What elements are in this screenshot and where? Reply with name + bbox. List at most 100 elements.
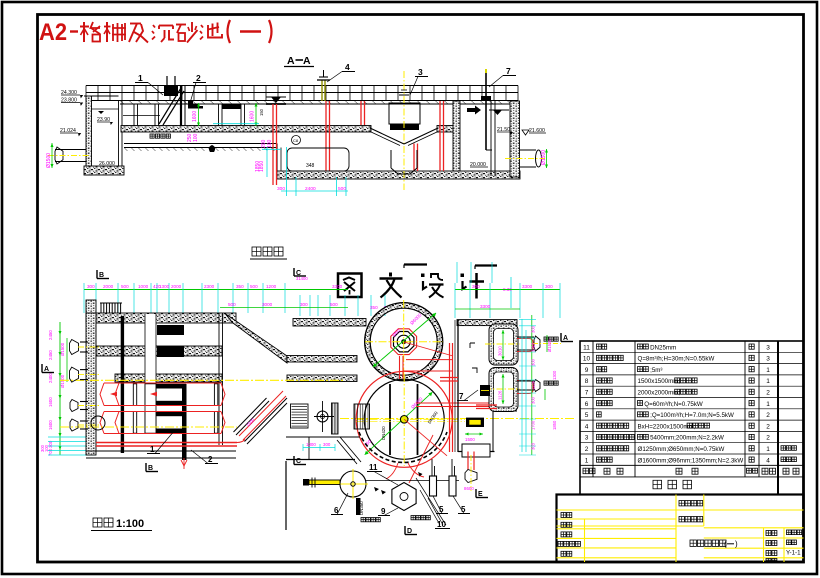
svg-text:5: 5 <box>585 412 589 419</box>
svg-text:300: 300 <box>277 186 285 192</box>
svg-text:6: 6 <box>334 506 339 515</box>
svg-text:Q=8m³/h;H=30m;N=0.55kW: Q=8m³/h;H=30m;N=0.55kW <box>638 356 715 363</box>
svg-text:A: A <box>287 55 295 67</box>
svg-text:350: 350 <box>236 284 244 289</box>
svg-text:2400: 2400 <box>48 373 53 383</box>
svg-text:5: 5 <box>461 505 466 514</box>
svg-text:300: 300 <box>300 302 308 307</box>
svg-text:500: 500 <box>338 186 346 192</box>
svg-text:4: 4 <box>585 423 589 430</box>
svg-text:1600: 1600 <box>48 420 53 430</box>
svg-text:150: 150 <box>363 438 372 447</box>
svg-text:300: 300 <box>472 284 480 289</box>
svg-text:1300: 1300 <box>159 284 170 289</box>
svg-text:8: 8 <box>585 378 589 385</box>
svg-text:7: 7 <box>585 390 589 397</box>
svg-text:;Q=100m³/h;H=7.0m;N=5.5kW: ;Q=100m³/h;H=7.0m;N=5.5kW <box>650 412 734 419</box>
svg-text:23.90: 23.90 <box>97 117 110 123</box>
svg-text:3300: 3300 <box>480 304 491 309</box>
svg-text:1: 1 <box>150 445 155 454</box>
svg-text:C8: C8 <box>293 138 299 143</box>
svg-text:3: 3 <box>766 356 770 363</box>
svg-text:300: 300 <box>545 284 553 289</box>
svg-text:Ø1250mm;Ø650mm;N=0.75kW: Ø1250mm;Ø650mm;N=0.75kW <box>638 446 725 453</box>
svg-text:8600: 8600 <box>464 486 474 491</box>
svg-text:1500: 1500 <box>245 417 256 428</box>
svg-text:3300: 3300 <box>332 284 343 289</box>
svg-text:100: 100 <box>44 444 49 452</box>
svg-text:;5m³: ;5m³ <box>650 367 662 374</box>
svg-text:5: 5 <box>439 505 444 514</box>
svg-text:23.800: 23.800 <box>61 98 77 104</box>
svg-text:Ø1500: Ø1500 <box>46 153 52 168</box>
svg-text:1850: 1850 <box>259 161 265 172</box>
svg-text:1: 1 <box>138 73 143 83</box>
svg-text:200: 200 <box>261 139 267 148</box>
svg-text:26.000: 26.000 <box>99 161 115 167</box>
svg-text:Q=60m³/h;N=0.75kW: Q=60m³/h;N=0.75kW <box>644 401 703 408</box>
svg-text:3010: 3010 <box>531 342 536 352</box>
svg-text:3300: 3300 <box>522 284 533 289</box>
svg-text:BxH=2200x1500mm;: BxH=2200x1500mm; <box>638 423 696 430</box>
svg-text:300: 300 <box>531 325 536 333</box>
svg-text:(: ( <box>724 540 727 549</box>
svg-text:B: B <box>148 465 153 472</box>
svg-text:1: 1 <box>766 378 770 385</box>
svg-text:1: 1 <box>766 401 770 408</box>
svg-text:11: 11 <box>583 344 590 351</box>
svg-text:3: 3 <box>418 67 423 77</box>
svg-text:700: 700 <box>48 448 53 456</box>
svg-text:1500: 1500 <box>465 437 475 442</box>
svg-text:300: 300 <box>323 442 331 447</box>
svg-text:DN25mm: DN25mm <box>650 344 676 351</box>
svg-text:Ø1600mm;Ø96mm;1350mm;N=2.3kW: Ø1600mm;Ø96mm;1350mm;N=2.3kW <box>638 457 744 464</box>
svg-text:1: 1 <box>766 446 770 453</box>
svg-text:500: 500 <box>330 302 338 307</box>
svg-text:7: 7 <box>506 66 511 76</box>
svg-text:4: 4 <box>766 457 770 464</box>
svg-text:Y-1-1: Y-1-1 <box>786 550 801 557</box>
svg-text:1700: 1700 <box>531 420 536 430</box>
svg-text:2400: 2400 <box>305 186 316 192</box>
svg-text:303: 303 <box>531 442 536 450</box>
svg-text:2: 2 <box>766 435 770 442</box>
svg-text:1000: 1000 <box>138 284 149 289</box>
svg-text:21.024: 21.024 <box>60 128 76 134</box>
svg-text:2: 2 <box>196 73 201 83</box>
svg-text:1300: 1300 <box>306 442 316 447</box>
svg-text:20.000: 20.000 <box>470 162 486 168</box>
svg-text:A: A <box>44 366 49 373</box>
svg-text:Ø60: Ø60 <box>391 328 401 338</box>
svg-text:Ø1500: Ø1500 <box>541 150 547 165</box>
svg-text:1600: 1600 <box>48 397 53 407</box>
svg-text:420: 420 <box>153 284 161 289</box>
svg-text:2450: 2450 <box>48 330 53 340</box>
svg-text:C: C <box>296 458 301 465</box>
svg-text:3000: 3000 <box>262 302 273 307</box>
svg-text:2450: 2450 <box>48 350 53 360</box>
svg-text:300: 300 <box>531 396 536 404</box>
svg-text:1600: 1600 <box>250 111 256 122</box>
svg-text:500: 500 <box>228 302 236 307</box>
svg-text:2000x2000mm;: 2000x2000mm; <box>638 390 681 397</box>
svg-text:5400mm;200mm;N=2.2kW: 5400mm;200mm;N=2.2kW <box>650 435 724 442</box>
svg-text:500: 500 <box>250 284 258 289</box>
svg-text:9: 9 <box>585 367 589 374</box>
svg-text:D: D <box>407 528 412 535</box>
svg-text:Ø1500: Ø1500 <box>60 374 65 388</box>
svg-text:350: 350 <box>370 305 378 310</box>
svg-text:1200: 1200 <box>266 284 277 289</box>
svg-text:1: 1 <box>766 367 770 374</box>
svg-text:2300: 2300 <box>204 284 215 289</box>
svg-text:1126: 1126 <box>531 380 536 390</box>
svg-text:300: 300 <box>48 440 53 448</box>
svg-text:2: 2 <box>766 390 770 397</box>
svg-text:300: 300 <box>87 284 95 289</box>
svg-text:): ) <box>735 540 738 549</box>
svg-text:2000: 2000 <box>171 284 182 289</box>
svg-text:Ø1500: Ø1500 <box>547 339 552 352</box>
svg-text:2: 2 <box>208 455 213 464</box>
svg-text:1300: 1300 <box>552 370 557 380</box>
svg-text:7: 7 <box>459 392 464 401</box>
svg-text:11: 11 <box>369 463 378 472</box>
